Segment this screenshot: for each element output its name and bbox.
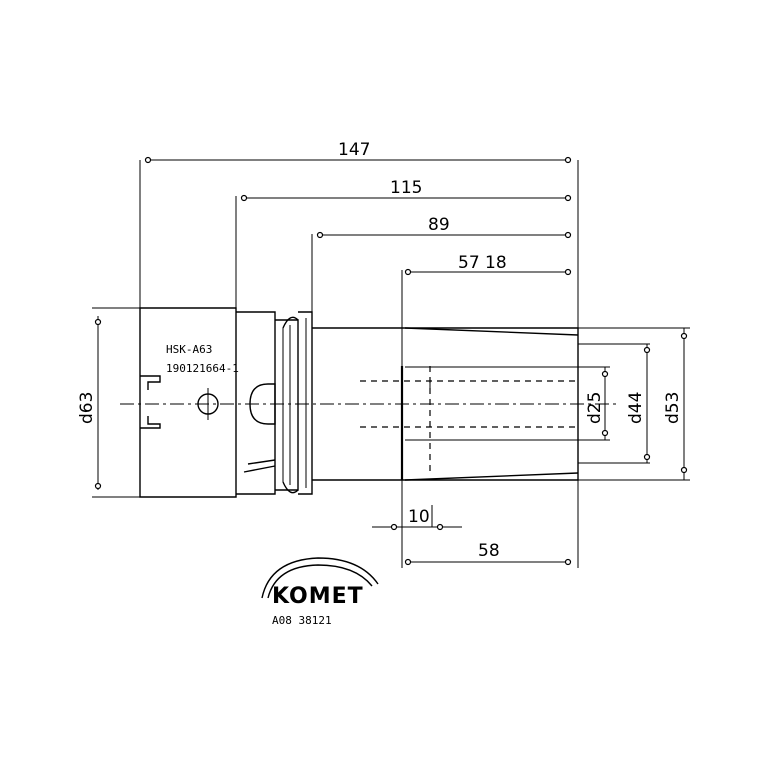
dim-58: 58 [478,541,500,561]
dim-d63: d63 [77,392,97,424]
extension-lines [92,160,690,568]
dim-147: 147 [338,140,370,160]
dim-57-18: 57 18 [458,253,507,273]
dimension-lines [94,156,688,566]
dim-d25: d25 [585,392,605,424]
dim-89: 89 [428,215,450,235]
drawing-number: A08 38121 [272,614,332,627]
dim-10: 10 [408,507,430,527]
shank-type-label: HSK-A63 [166,343,212,356]
komet-logo: KOMET [261,557,379,609]
brand-name: KOMET [272,584,364,609]
dim-115: 115 [390,178,422,198]
part-number-label: 190121664-1 [166,362,239,375]
dim-d44: d44 [626,392,646,424]
dim-d53: d53 [663,392,683,424]
centerline-and-bore [120,366,620,476]
tool-holder-outline [139,307,579,498]
